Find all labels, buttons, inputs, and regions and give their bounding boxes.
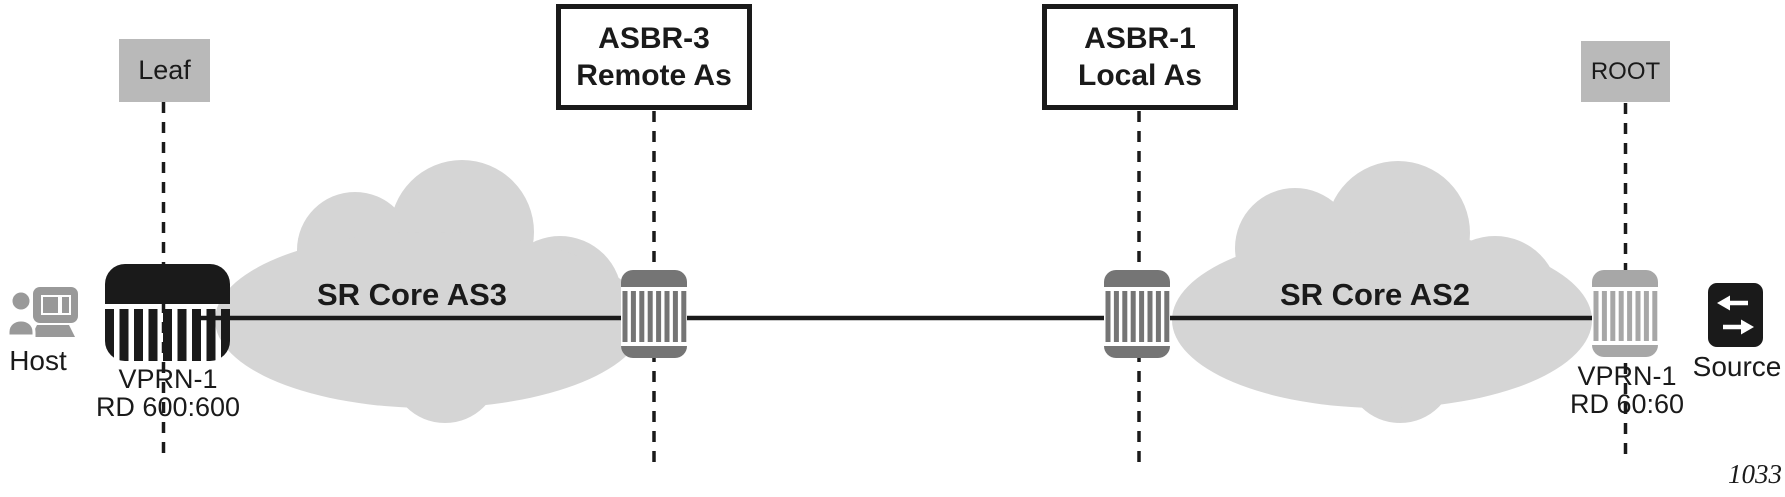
host-icon xyxy=(6,287,78,338)
asbr1-title-box: ASBR-1 Local As xyxy=(1042,4,1238,110)
asbr3-name: ASBR-3 xyxy=(598,22,710,55)
asbr1-router-icon xyxy=(1104,270,1170,358)
leaf-tag-box: Leaf xyxy=(119,39,210,102)
host-label: Host xyxy=(9,345,67,376)
asbr3-role: Remote As xyxy=(576,59,732,92)
source-icon xyxy=(1708,283,1763,347)
root-tag-label: ROOT xyxy=(1590,57,1661,85)
sr-core-as3-label: SR Core AS3 xyxy=(316,277,508,312)
leaf-pe-label-line2: RD 600:600 xyxy=(95,392,241,422)
sr-core-as2-label: SR Core AS2 xyxy=(1279,277,1471,312)
root-tag-box: ROOT xyxy=(1581,41,1670,102)
leaf-pe-router-icon xyxy=(105,264,230,361)
asbr1-role: Local As xyxy=(1078,59,1202,92)
asbr1-name: ASBR-1 xyxy=(1084,22,1196,55)
leaf-pe-label: VPRN-1 RD 600:600 xyxy=(70,365,266,421)
leaf-pe-label-line1: VPRN-1 xyxy=(118,364,218,394)
leaf-tag-label: Leaf xyxy=(138,55,191,85)
root-pe-label-line1: VPRN-1 xyxy=(1577,361,1677,391)
asbr3-title-box: ASBR-3 Remote As xyxy=(556,4,752,110)
sr-core-as2-cloud xyxy=(1172,161,1592,423)
root-pe-label-line2: RD 60:60 xyxy=(1569,389,1685,419)
root-pe-label: VPRN-1 RD 60:60 xyxy=(1529,362,1725,418)
root-pe-router-icon xyxy=(1592,270,1658,357)
source-label: Source xyxy=(1692,351,1782,382)
asbr3-router-icon xyxy=(621,270,687,358)
figure-number: 1033 xyxy=(1728,459,1782,489)
